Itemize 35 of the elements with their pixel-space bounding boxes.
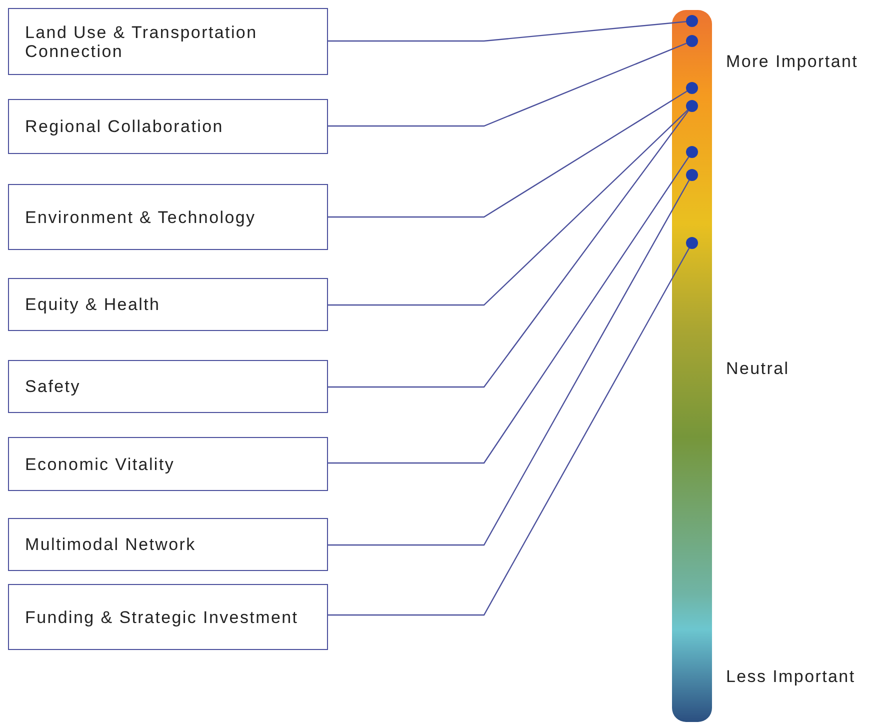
category-text: Equity & Health — [25, 295, 160, 314]
scale-label: More Important — [726, 52, 858, 72]
label-box — [8, 437, 328, 491]
leader-line — [328, 180, 690, 546]
leader-line — [328, 90, 688, 218]
category-text: Land Use & Transportation Connection — [25, 22, 258, 60]
category-text: Funding & Strategic Investment — [25, 608, 298, 626]
label-box — [8, 184, 328, 250]
leader-line — [328, 21, 686, 42]
label-box — [8, 518, 328, 571]
category-text: Economic Vitality — [25, 454, 175, 474]
label-box — [8, 360, 328, 413]
gradient-scale-bar — [672, 10, 712, 722]
leader-line — [328, 156, 690, 464]
category-text: Multimodal Network — [25, 535, 196, 554]
marker-dot — [686, 82, 698, 94]
marker-dot — [686, 169, 698, 181]
category-text: Safety — [25, 377, 80, 396]
marker-dot — [686, 237, 698, 249]
label-box — [8, 278, 328, 331]
marker-dot — [686, 100, 698, 112]
category-text: Regional Collaboration — [25, 117, 224, 136]
marker-dot — [686, 35, 698, 47]
scale-label: Neutral — [726, 359, 790, 379]
label-box — [8, 584, 328, 650]
category-text: Environment & Technology — [25, 208, 256, 226]
marker-dot — [686, 15, 698, 27]
leader-line — [328, 42, 687, 127]
leader-line — [328, 248, 690, 616]
label-box — [8, 8, 328, 75]
label-box — [8, 99, 328, 154]
scale-label: Less Important — [726, 667, 856, 687]
marker-dot — [686, 146, 698, 158]
leader-line — [328, 110, 689, 388]
leader-line — [328, 110, 688, 306]
